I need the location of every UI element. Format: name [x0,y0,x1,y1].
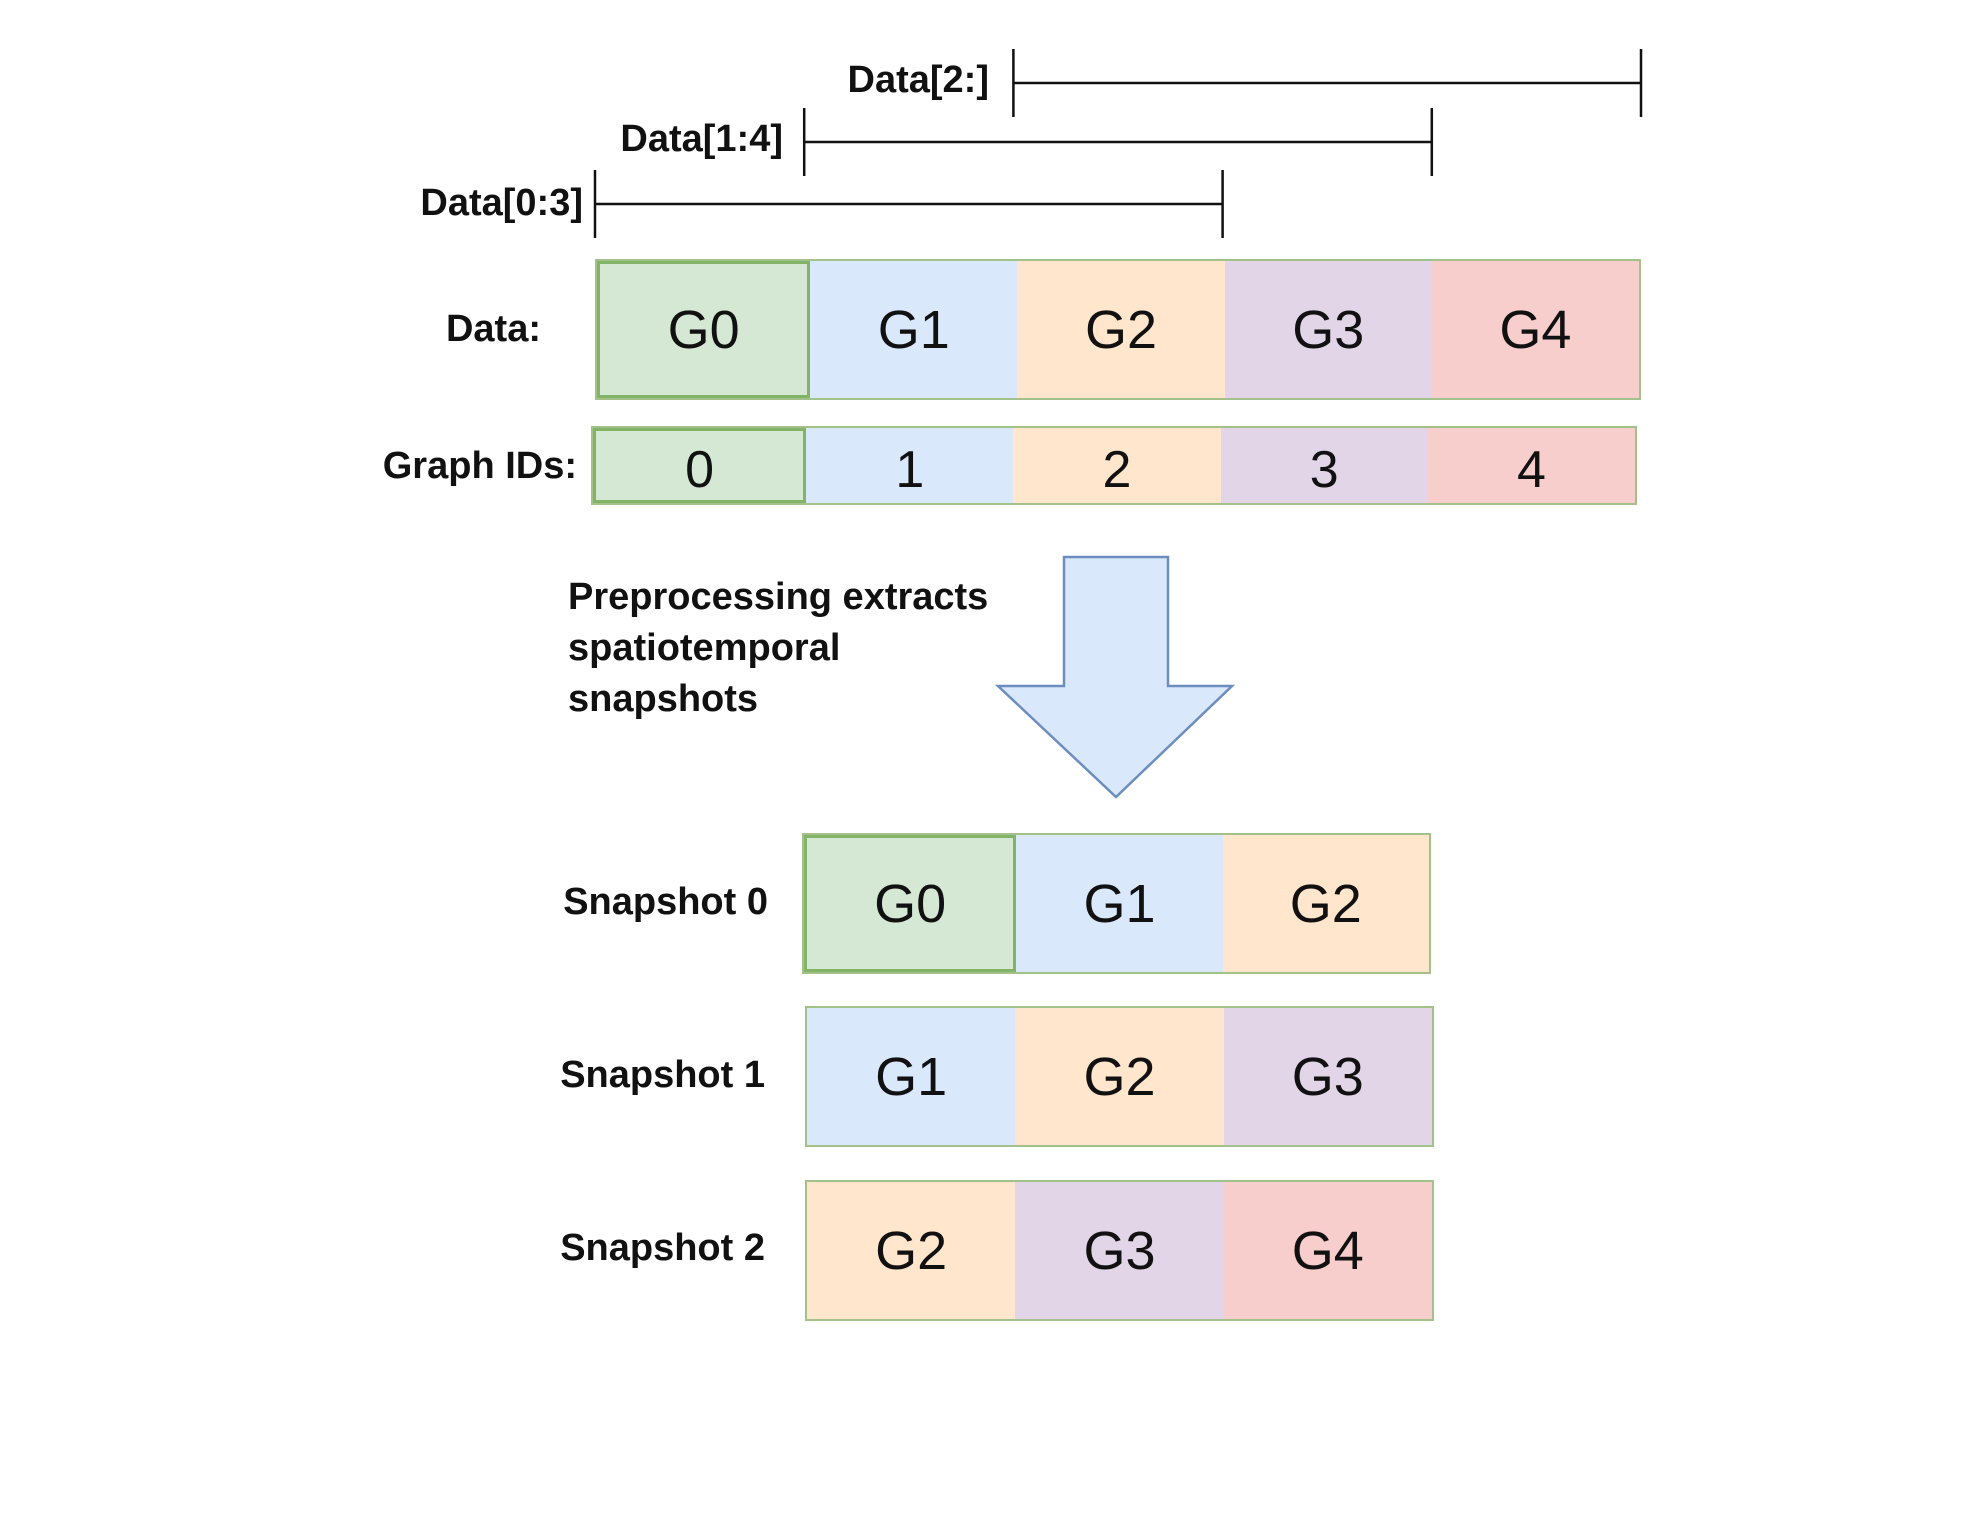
snapshot-1-label: Snapshot 1 [560,1054,765,1096]
data-cell-g2: G2 [1017,261,1225,398]
snapshot-1-row: G1 G2 G3 [805,1006,1434,1147]
note-line-3: snapshots [568,678,759,720]
data-cell-g1: G1 [810,261,1018,398]
snapshot-0-cell-1: G1 [1016,835,1223,972]
graph-id-4: 4 [1427,428,1636,503]
note-line-2: spatiotemporal [568,627,841,669]
range-label-2: Data[2:] [847,59,989,101]
graph-id-3: 3 [1220,428,1428,503]
snapshot-2-cell-0: G2 [807,1182,1016,1319]
snapshot-2-label: Snapshot 2 [560,1227,765,1269]
data-row: G0 G1 G2 G3 G4 [595,259,1641,400]
snapshot-1-cell-1: G2 [1015,1008,1224,1145]
preprocessing-note: Preprocessing extracts spatiotemporal sn… [568,572,988,725]
range-label-0: Data[0:3] [420,182,583,224]
graph-ids-label: Graph IDs: [382,445,577,487]
data-row-label: Data: [445,308,541,350]
snapshot-1-cell-0: G1 [807,1008,1016,1145]
data-cell-g4: G4 [1431,261,1640,398]
snapshot-0-label: Snapshot 0 [563,881,768,923]
range-label-1: Data[1:4] [620,118,783,160]
graph-ids-row: 0 1 2 3 4 [591,426,1637,505]
snapshot-2-cell-1: G3 [1015,1182,1224,1319]
range-brackets [593,49,1643,238]
graph-id-2: 2 [1013,428,1221,503]
snapshot-0-cell-2: G2 [1222,835,1429,972]
snapshot-0-cell-0: G0 [804,835,1017,972]
graph-id-0: 0 [593,428,807,503]
data-cell-g0: G0 [597,261,811,398]
note-line-1: Preprocessing extracts [568,576,989,618]
snapshot-2-cell-2: G4 [1223,1182,1432,1319]
snapshot-1-cell-2: G3 [1223,1008,1432,1145]
graph-id-1: 1 [806,428,1014,503]
data-cell-g3: G3 [1224,261,1432,398]
snapshot-0-row: G0 G1 G2 [802,833,1431,974]
snapshot-2-row: G2 G3 G4 [805,1180,1434,1321]
